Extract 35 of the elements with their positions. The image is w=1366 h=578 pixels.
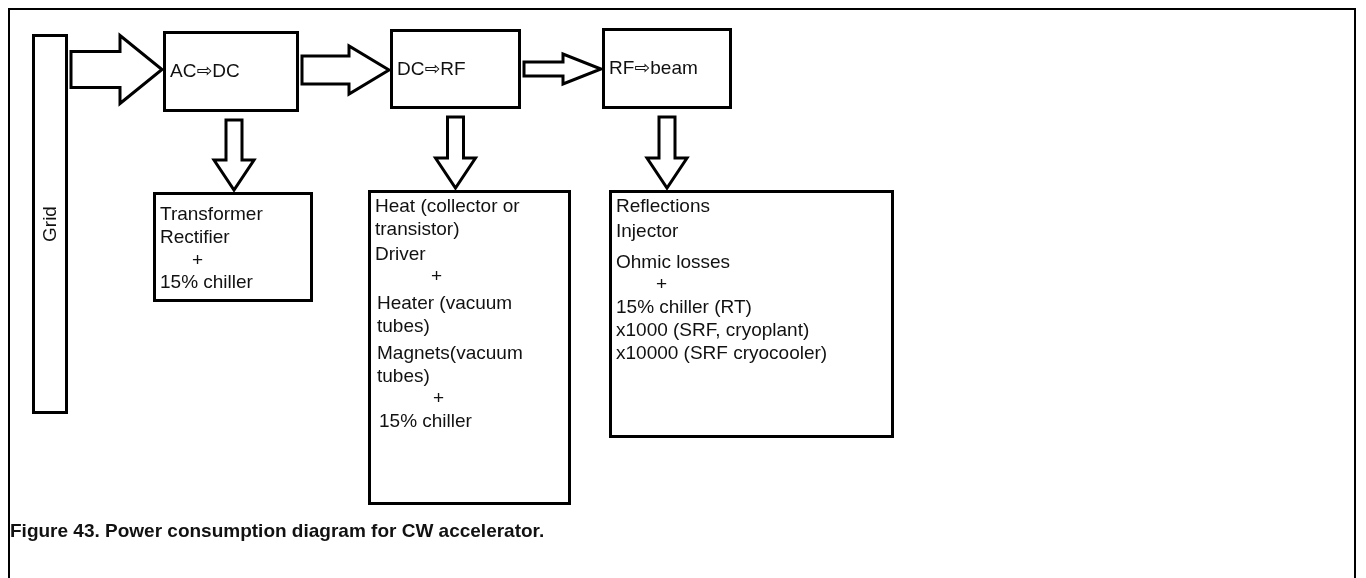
node-label: DC⇨RF: [397, 57, 467, 81]
process-box: [609, 190, 894, 438]
node-label: Grid: [39, 206, 61, 242]
node-label: +: [430, 265, 444, 289]
block-arrow: [432, 115, 479, 191]
process-box: [163, 31, 299, 112]
block-arrow: [211, 118, 257, 193]
process-box: [368, 190, 571, 505]
node-label: 15% chiller: [160, 271, 254, 295]
figure-caption: Figure 43. Power consumption diagram for CW accelerator.: [10, 520, 545, 542]
node-label: Heater (vacuum tubes): [376, 292, 514, 338]
node-label: +: [191, 248, 205, 272]
node-label: +: [655, 273, 669, 297]
block-arrow: [69, 32, 165, 107]
node-label: 15% chiller (RT): [616, 296, 753, 319]
node-label: AC⇨DC: [170, 60, 241, 83]
process-box: [390, 29, 521, 109]
node-label: x1000 (SRF, cryoplant): [616, 319, 811, 342]
node-label: x10000 (SRF cryocooler): [616, 341, 829, 365]
node-label: Reflections: [616, 195, 711, 218]
block-arrow: [644, 115, 690, 191]
node-label: Ohmic losses: [616, 250, 732, 274]
process-box: [602, 28, 732, 109]
node-label: RF⇨beam: [609, 57, 699, 80]
node-label: Rectifier: [160, 225, 231, 249]
block-arrow: [300, 43, 392, 97]
node-label: Heat (collector or transistor): [375, 195, 521, 241]
process-box: [153, 192, 313, 302]
node-label: +: [432, 387, 446, 411]
node-label: Transformer: [160, 203, 264, 226]
node-label: Injector: [616, 219, 680, 243]
node-label: 15% chiller: [378, 410, 473, 433]
node-label: Driver: [375, 242, 427, 266]
source-bar: [32, 34, 68, 414]
node-label: Magnets(vacuum tubes): [376, 341, 524, 388]
